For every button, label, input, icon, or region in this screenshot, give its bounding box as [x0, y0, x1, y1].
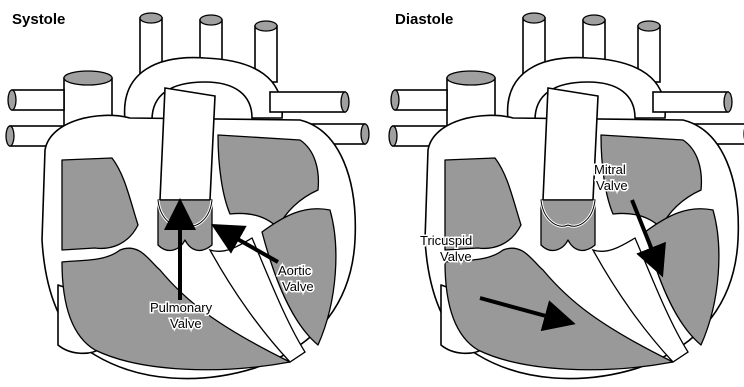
- diastole-panel: Diastole Tricuspid Valve Mitral Valve: [389, 11, 744, 379]
- aortic-valve-label-line2: Valve: [282, 279, 314, 294]
- pulmonary-valve-label-line1: Pulmonary: [150, 300, 213, 315]
- tricuspid-valve-label-line1: Tricuspid: [420, 233, 472, 248]
- tricuspid-valve-label-line2: Valve: [440, 249, 472, 264]
- panel-title-systole: Systole: [12, 11, 65, 28]
- pulmonary-valve-label-line2: Valve: [170, 316, 202, 331]
- aortic-valve-label-line1: Aortic: [278, 263, 312, 278]
- mitral-valve-label-line1: Mitral: [594, 162, 626, 177]
- mitral-valve-label-line2: Valve: [596, 178, 628, 193]
- heart-illustration-diastole: [389, 13, 744, 379]
- panel-title-diastole: Diastole: [395, 11, 453, 28]
- systole-panel: Systole Pulmonary Valve Aortic Valve: [6, 11, 369, 379]
